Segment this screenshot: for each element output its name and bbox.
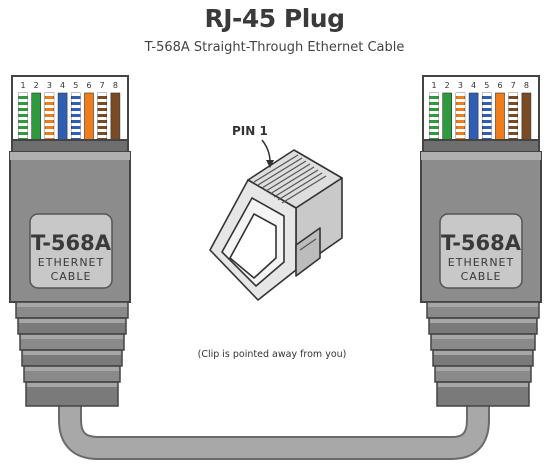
right-pin-number: 5 <box>484 81 489 90</box>
right-pin-number: 1 <box>431 81 436 90</box>
pin-1-arrowhead <box>266 160 274 168</box>
left-pin-number: 1 <box>20 81 25 90</box>
plug-clip-edge <box>299 238 317 251</box>
left-pin-number: 6 <box>86 81 91 90</box>
diagram-subtitle: T-568A Straight-Through Ethernet Cable <box>144 40 405 55</box>
left-wire-6 <box>84 92 94 141</box>
left-pin-number: 2 <box>34 81 39 90</box>
pin-1-label: PIN 1 <box>232 124 268 138</box>
left-pin-number: 4 <box>60 81 65 90</box>
right-label-plate <box>439 213 523 289</box>
right-strain-relief <box>426 301 540 407</box>
right-pin-number: 8 <box>524 81 529 90</box>
pin-1-pointer <box>261 139 271 163</box>
right-contact-strip <box>422 139 540 153</box>
right-wire-6 <box>495 92 505 141</box>
left-pin-number: 7 <box>100 81 105 90</box>
right-wire-3 <box>455 92 466 141</box>
plug-contact-slots <box>253 154 327 204</box>
right-pin-number: 2 <box>445 81 450 90</box>
right-wire-4 <box>468 92 479 141</box>
diagram-title: RJ-45 Plug <box>204 4 345 33</box>
left-wire-2 <box>31 92 42 141</box>
right-wire-1 <box>429 92 439 141</box>
left-wire-1 <box>18 92 28 141</box>
left-wire-3 <box>44 92 55 141</box>
left-label-plate <box>29 213 113 289</box>
left-wire-5 <box>71 92 81 141</box>
right-line2-label: CABLE <box>461 270 502 283</box>
left-line1-label: ETHERNET <box>38 256 104 269</box>
right-wire-5 <box>481 92 492 141</box>
left-plug-body <box>11 75 129 151</box>
left-strain-relief <box>15 301 129 407</box>
right-wire-7 <box>508 92 519 141</box>
right-pin-number: 6 <box>497 81 502 90</box>
left-standard-label: T-568A <box>31 231 112 255</box>
left-wire-4 <box>57 92 68 141</box>
left-pin-number: 5 <box>73 81 78 90</box>
left-boot-highlight <box>10 152 130 160</box>
left-wire-8 <box>110 92 121 141</box>
right-line1-label: ETHERNET <box>448 256 514 269</box>
plug-inner-opening <box>229 213 277 279</box>
right-wire-2 <box>442 92 453 141</box>
right-boot-highlight <box>421 152 541 160</box>
left-pin-number: 8 <box>113 81 118 90</box>
right-standard-label: T-568A <box>441 231 522 255</box>
right-plug-body <box>422 75 540 151</box>
right-wire-8 <box>521 92 532 141</box>
plug-caption: (Clip is pointed away from you) <box>198 349 347 360</box>
right-wires <box>429 92 532 141</box>
left-pin-number: 3 <box>47 81 52 90</box>
right-pin-number: 3 <box>458 81 463 90</box>
left-line2-label: CABLE <box>51 270 92 283</box>
ethernet-cable-fill <box>60 405 488 458</box>
right-pin-number: 4 <box>471 81 476 90</box>
left-wires <box>18 92 121 141</box>
left-contact-strip <box>11 139 129 153</box>
right-pin-number: 7 <box>511 81 516 90</box>
left-wire-7 <box>97 92 107 141</box>
plug-detail-illustration <box>209 149 343 301</box>
